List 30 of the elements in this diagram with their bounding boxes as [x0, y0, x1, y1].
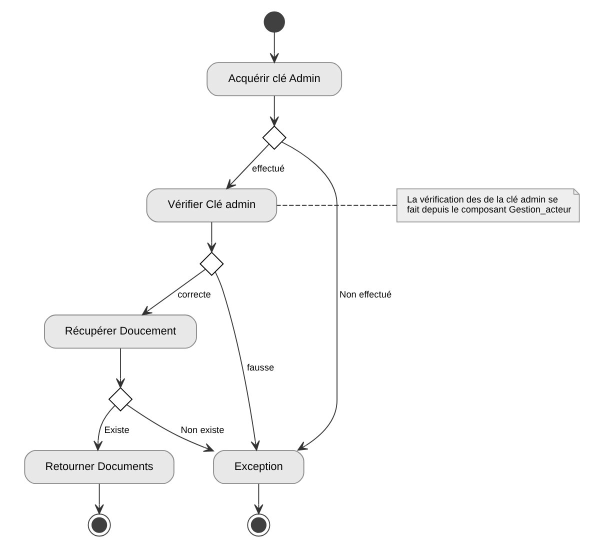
edge-label: effectué	[252, 163, 285, 174]
node-circle	[264, 11, 285, 33]
arrow	[270, 32, 279, 63]
arrow	[94, 405, 116, 451]
arrow	[226, 144, 270, 190]
arrow	[281, 142, 338, 451]
edge-label: fausse	[246, 362, 274, 372]
arrow	[126, 404, 214, 452]
node-box: Retourner Documents	[24, 450, 174, 484]
edge-label: Non effectué	[340, 289, 392, 300]
node-diamond	[108, 387, 133, 412]
arrow	[116, 348, 126, 388]
edge-label: Existe	[104, 424, 130, 435]
node-diamond	[200, 252, 224, 276]
node-box: Vérifier Clé admin	[146, 188, 278, 222]
arrow	[270, 95, 279, 126]
node-box: Récupérer Doucement	[44, 314, 197, 349]
node-box: Acquérir clé Admin	[206, 62, 342, 96]
node-diamond	[262, 125, 287, 150]
edge-label: Non existe	[180, 424, 224, 435]
arrow	[207, 222, 216, 253]
node-circle	[247, 514, 270, 537]
arrow	[94, 483, 104, 514]
node-circle	[88, 514, 111, 537]
node-box: Exception	[213, 450, 304, 484]
arrow	[254, 483, 264, 514]
arrow	[214, 272, 260, 451]
arrow	[142, 268, 206, 316]
edge-label: correcte	[178, 289, 211, 300]
connector	[276, 204, 398, 206]
